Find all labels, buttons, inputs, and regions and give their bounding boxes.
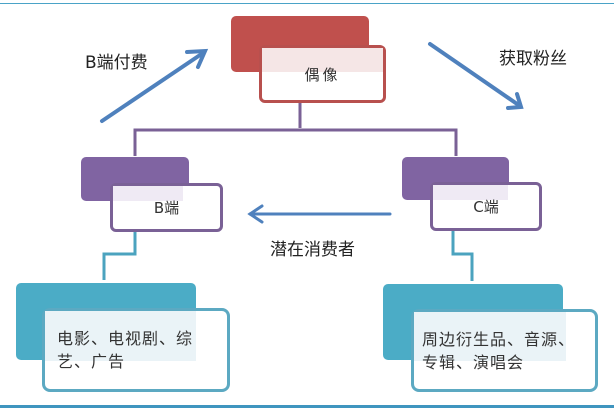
- c-leaf-node[interactable]: 周边衍生品、音源、 专辑、演唱会: [411, 309, 598, 392]
- b-node-label: B端: [153, 199, 180, 217]
- b-leaf-connector: [102, 229, 137, 280]
- b-leaf-node[interactable]: 电影、电视剧、综 艺、广告: [42, 308, 230, 392]
- b-leaf-text: 电影、电视剧、综 艺、广告: [45, 327, 205, 373]
- b-leaf-line-2: 艺、广告: [57, 352, 126, 371]
- b-node[interactable]: B端: [110, 183, 223, 232]
- arrow-get-fans: [428, 42, 524, 110]
- c-leaf-line-2: 专辑、演唱会: [422, 352, 525, 372]
- arrow-label-potential-consumers: 潜在消费者: [270, 240, 355, 260]
- root-node[interactable]: 偶像: [259, 45, 386, 103]
- b-leaf-line-1: 电影、电视剧、综: [57, 329, 194, 348]
- c-leaf-text: 周边衍生品、音源、 专辑、演唱会: [414, 328, 583, 374]
- top-rule: [0, 3, 614, 4]
- branch-connector: [133, 128, 458, 156]
- arrow-b-pay: [100, 48, 209, 123]
- arrow-label-b-pay: B端付费: [85, 53, 148, 73]
- arrow-potential-consumers: [247, 204, 392, 224]
- c-node[interactable]: C端: [430, 182, 542, 231]
- c-node-label: C端: [473, 198, 499, 216]
- arrow-label-get-fans: 获取粉丝: [499, 49, 567, 69]
- bottom-rule: [0, 405, 614, 408]
- c-leaf-line-1: 周边衍生品、音源、: [422, 329, 576, 349]
- c-leaf-connector: [451, 229, 474, 281]
- root-node-label: 偶像: [304, 65, 341, 84]
